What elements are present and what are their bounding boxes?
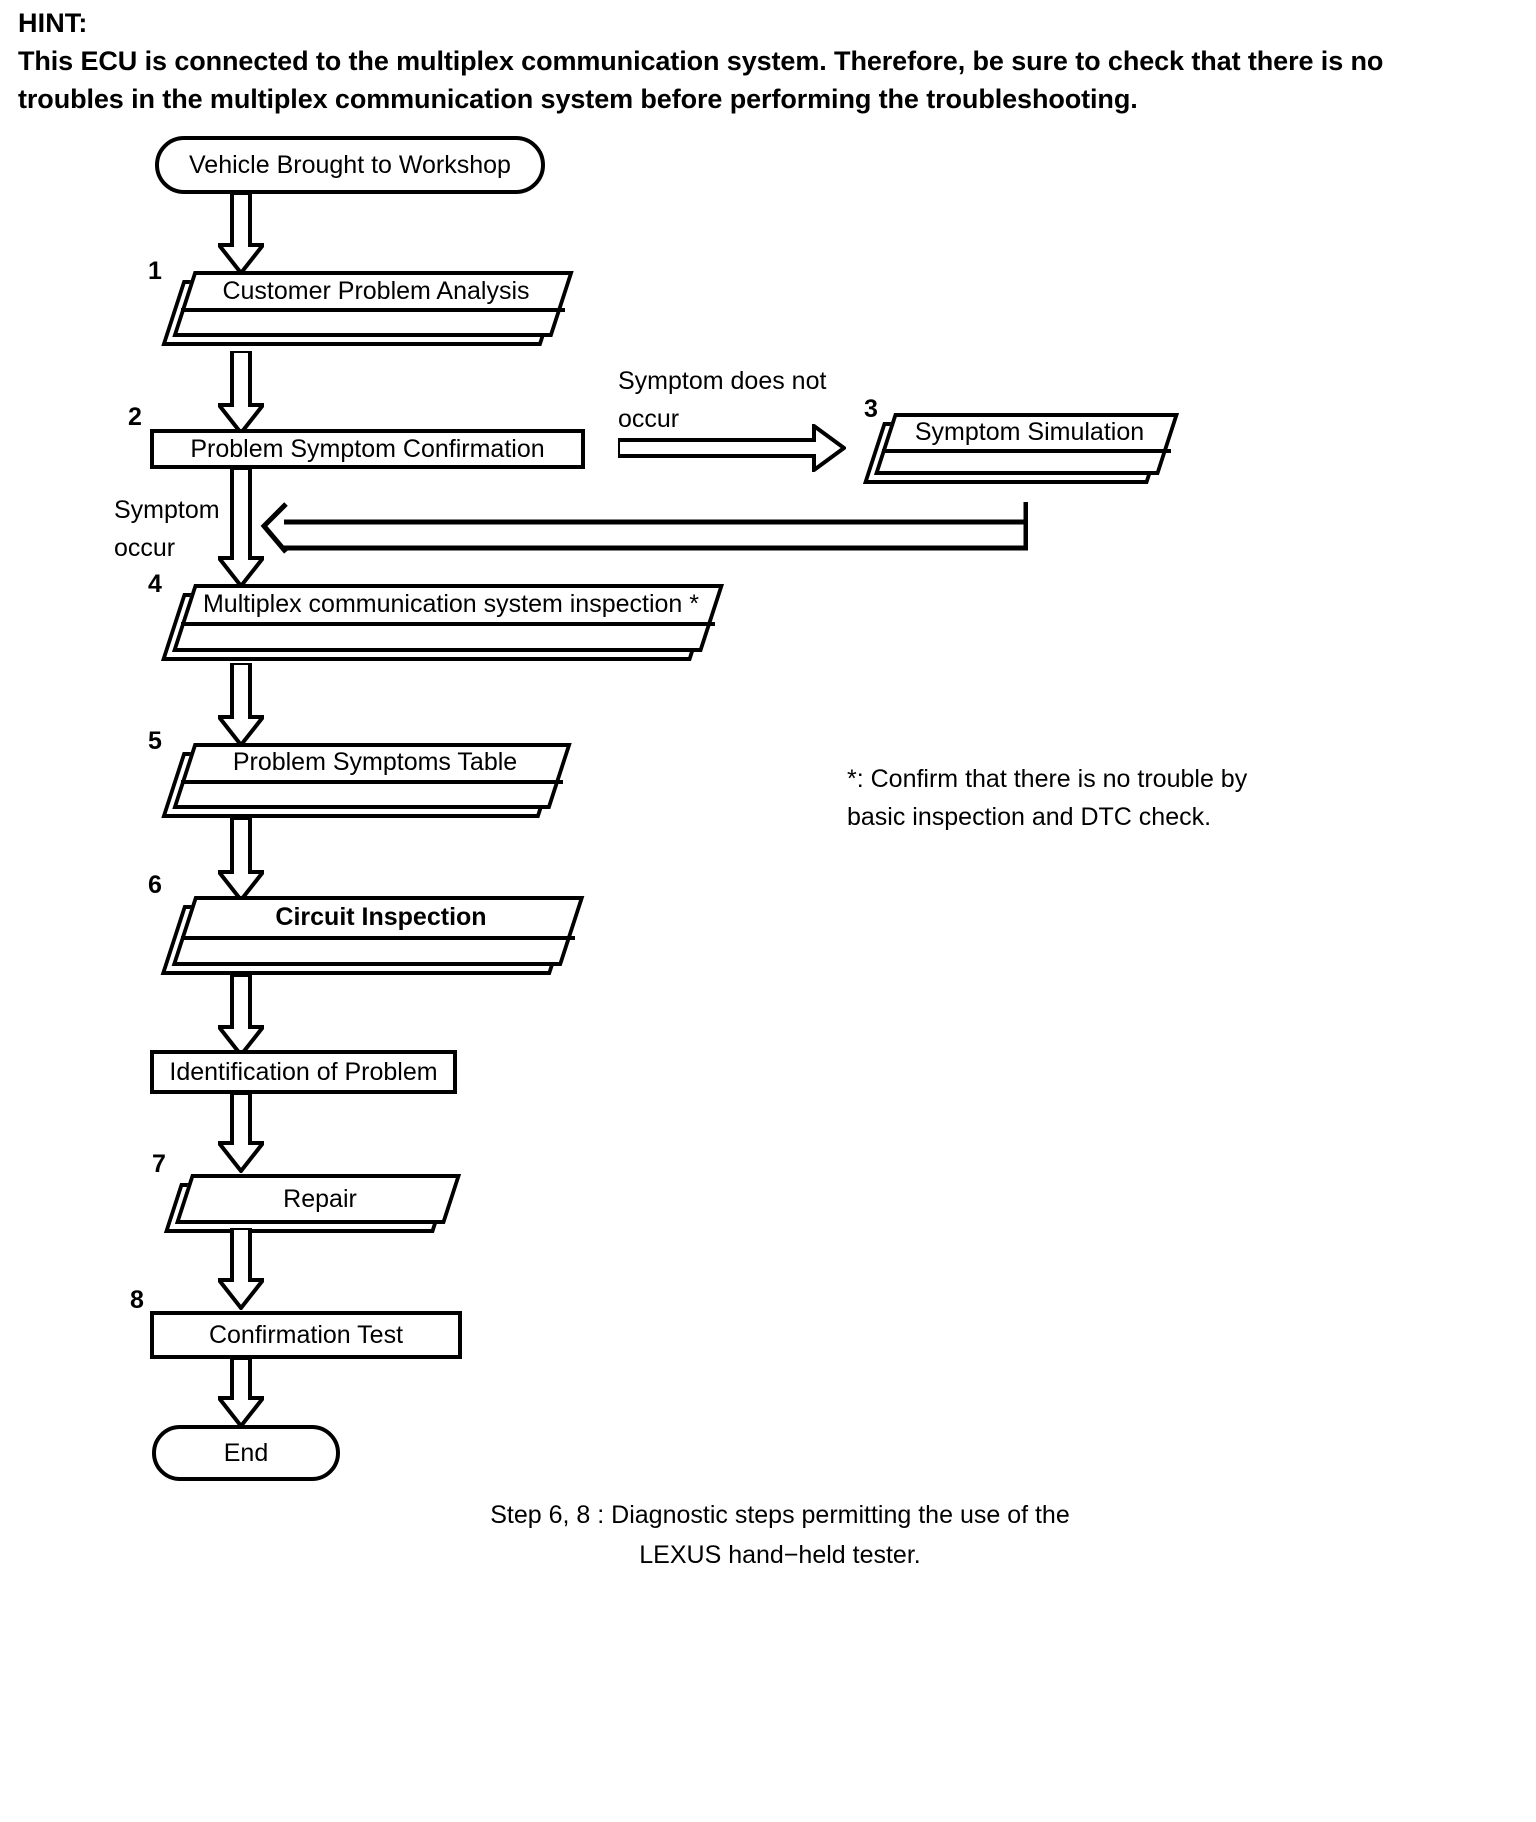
step-number-5: 5 bbox=[148, 727, 162, 755]
box-identification-of-problem: Identification of Problem bbox=[150, 1050, 457, 1094]
arrow-step6-to-identification bbox=[218, 975, 264, 1057]
step-box-5-label: Problem Symptoms Table bbox=[232, 748, 518, 776]
step-box-4: Multiplex communication system inspectio… bbox=[160, 584, 725, 661]
step-box-7-label: Repair bbox=[283, 1184, 357, 1213]
step-box-4-label: Multiplex communication system inspectio… bbox=[202, 590, 700, 618]
arrow-step2-to-step3 bbox=[618, 424, 846, 472]
terminator-start-label: Vehicle Brought to Workshop bbox=[189, 150, 511, 179]
step-number-6: 6 bbox=[148, 871, 162, 899]
caption-lexus-tester: Step 6, 8 : Diagnostic steps permitting … bbox=[430, 1495, 1130, 1575]
step-box-6: Circuit Inspection bbox=[160, 896, 585, 975]
hint-body: This ECU is connected to the multiplex c… bbox=[18, 46, 1384, 114]
step-number-4: 4 bbox=[148, 570, 162, 598]
step-box-2: Problem Symptom Confirmation bbox=[150, 429, 585, 469]
hint-block: HINT: This ECU is connected to the multi… bbox=[18, 4, 1478, 118]
step-number-1: 1 bbox=[148, 257, 162, 285]
step-box-3-label: Symptom Simulation bbox=[914, 417, 1145, 446]
branch-label-symptom-occur: Symptom occur bbox=[114, 496, 220, 562]
arrow-step8-to-end bbox=[218, 1358, 264, 1428]
box-identification-of-problem-label: Identification of Problem bbox=[169, 1057, 438, 1086]
arrow-start-to-step1 bbox=[218, 193, 264, 275]
arrow-step2-to-step4 bbox=[218, 468, 264, 588]
branch-label-symptom-does-not-occur: Symptom does not occur bbox=[618, 367, 827, 433]
step-box-1: Customer Problem Analysis bbox=[161, 271, 574, 346]
step-number-2: 2 bbox=[128, 403, 142, 431]
step-box-6-label: Circuit Inspection bbox=[275, 903, 487, 931]
step-number-3: 3 bbox=[864, 395, 878, 423]
step-box-2-label: Problem Symptom Confirmation bbox=[190, 434, 545, 463]
step-box-5: Problem Symptoms Table bbox=[161, 743, 572, 818]
arrow-step1-to-step2 bbox=[218, 351, 264, 435]
step-box-3-divider bbox=[882, 449, 1171, 453]
hint-title: HINT: bbox=[18, 8, 88, 38]
step-box-7: Repair bbox=[163, 1174, 462, 1233]
step-number-8: 8 bbox=[130, 1286, 144, 1314]
terminator-end: End bbox=[152, 1425, 340, 1481]
caption-line-2: LEXUS hand−held tester. bbox=[639, 1541, 921, 1569]
arrow-step5-to-step6 bbox=[218, 818, 264, 902]
step-box-6-divider bbox=[181, 936, 575, 940]
arrow-step4-to-step5 bbox=[218, 663, 264, 747]
step-box-5-divider bbox=[181, 780, 563, 784]
terminator-end-label: End bbox=[223, 1438, 269, 1467]
step-box-1-divider bbox=[181, 308, 565, 312]
step-box-4-divider bbox=[181, 622, 715, 626]
arrow-identification-to-step7 bbox=[218, 1093, 264, 1173]
footnote-asterisk: *: Confirm that there is no trouble by b… bbox=[847, 765, 1248, 831]
step-box-3: Symptom Simulation bbox=[862, 413, 1180, 484]
step-box-8: Confirmation Test bbox=[150, 1311, 462, 1359]
step-box-1-label: Customer Problem Analysis bbox=[222, 276, 530, 305]
step-box-8-label: Confirmation Test bbox=[208, 1320, 404, 1349]
caption-line-1: Step 6, 8 : Diagnostic steps permitting … bbox=[490, 1501, 1070, 1529]
arrow-step7-to-step8 bbox=[218, 1228, 264, 1310]
terminator-start: Vehicle Brought to Workshop bbox=[155, 136, 545, 194]
step-number-7: 7 bbox=[152, 1150, 166, 1178]
feedback-loop-arrow bbox=[258, 500, 1028, 558]
